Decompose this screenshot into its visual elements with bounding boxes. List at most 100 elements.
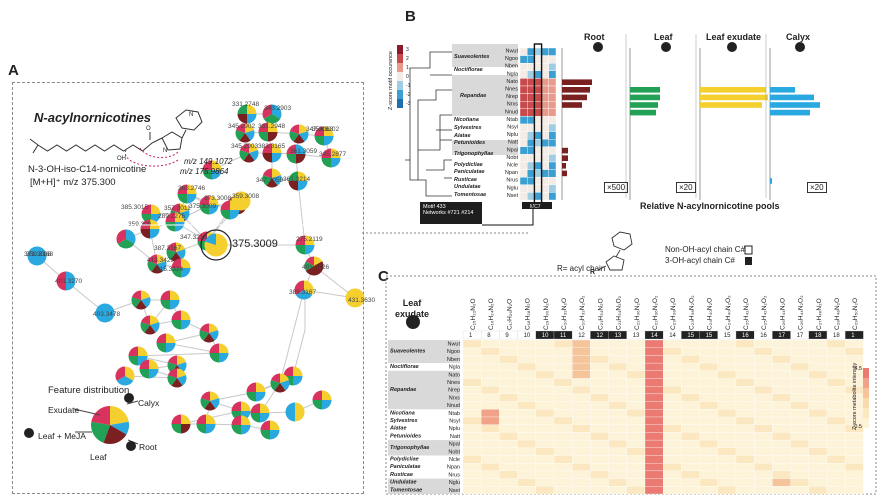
pie-slice <box>171 414 181 424</box>
node-label: 373.3008 <box>204 195 231 202</box>
heatmap-cell <box>462 463 482 472</box>
clade-label: Repandae <box>460 93 486 99</box>
heatmap-cell <box>553 455 573 464</box>
heatmap-cell <box>517 386 536 395</box>
species-label: Ngoo <box>447 349 460 355</box>
bar-title-leaf: Leaf <box>654 32 673 42</box>
heatmap-cell <box>481 439 500 448</box>
ring-bond <box>181 129 187 139</box>
heatmap-cell <box>572 378 591 387</box>
heatmap-cell <box>790 424 809 433</box>
heatmap-cell <box>790 416 809 425</box>
heatmap-cell <box>790 386 809 395</box>
pyrrolidine-ring <box>161 131 183 151</box>
heatmap-cell <box>772 409 791 418</box>
pie-slice <box>314 256 323 266</box>
heatmap-cell <box>826 470 846 479</box>
pie-slice <box>156 343 166 353</box>
pie-slice <box>293 376 303 386</box>
species-label: Nrus <box>448 472 460 478</box>
pie-slice <box>167 375 177 386</box>
pie-slice <box>212 160 222 170</box>
heatmap-cell <box>608 478 627 487</box>
pie-slice <box>304 261 314 271</box>
heatmap-cell <box>499 386 518 395</box>
clade-label: Suaveolentes <box>454 54 489 60</box>
clade-label: Tomentosae <box>390 487 422 493</box>
heatmap-cell <box>462 432 482 441</box>
heatmap-cell <box>590 432 609 441</box>
heatmap-cell <box>644 455 664 464</box>
node-label: 363.2746 <box>178 185 205 192</box>
heatmap-cell <box>535 455 555 464</box>
tree-branch <box>409 89 452 181</box>
heatmap-cell <box>663 362 682 371</box>
pie-slice <box>293 134 305 144</box>
heatmap-cell <box>735 432 755 441</box>
hydroxyl: OH <box>117 156 126 162</box>
heatmap-cell <box>663 370 682 379</box>
legend-calyx: Calyx <box>138 398 160 408</box>
heatmap-cell <box>663 478 682 487</box>
heatmap-cell <box>808 409 828 418</box>
bar-mark <box>700 87 766 93</box>
node-label: 345.2902 <box>228 123 255 130</box>
pie-slice <box>272 153 282 163</box>
colorbar-band <box>397 63 403 72</box>
heatmap-cell <box>717 486 737 495</box>
heatmap-cell <box>481 447 500 456</box>
pie-slice <box>177 368 187 378</box>
heatmap-cell <box>845 355 864 364</box>
network-node <box>128 346 148 366</box>
pie-slice <box>220 200 230 210</box>
heatmap-cell <box>572 432 591 441</box>
heatmap-cell <box>699 393 718 402</box>
chain-number: 18 <box>815 333 822 339</box>
pie-slice <box>220 210 230 220</box>
heatmap-cell <box>644 370 664 379</box>
pie-slice <box>167 362 177 373</box>
heatmap-cell <box>663 463 682 472</box>
pie-slice <box>272 104 282 119</box>
pie-slice <box>324 136 334 146</box>
pie-slice <box>141 204 151 214</box>
heatmap-cell <box>517 470 536 479</box>
heatmap-cell <box>590 370 609 379</box>
heatmap-cell <box>499 347 518 356</box>
heatmap-cell <box>626 409 646 418</box>
node-label: 375.3009 <box>189 203 216 210</box>
tree-branch <box>418 114 452 151</box>
pie-slice <box>203 333 215 343</box>
network-node <box>147 254 167 274</box>
pie-slice <box>209 353 219 363</box>
heatmap-cell <box>699 447 718 456</box>
colorbar-tick: 0 <box>406 74 409 80</box>
pie-slice <box>260 420 270 430</box>
chain-number: 10 <box>542 333 549 339</box>
heatmap-cell <box>826 339 846 348</box>
network-node <box>199 195 219 215</box>
heatmap-cell <box>826 370 846 379</box>
legend-leader <box>73 408 101 416</box>
formula-label: C₂₃H₃₈N₂O <box>670 298 677 330</box>
heatmap-cell <box>548 192 557 201</box>
heatmap-cell <box>754 370 773 379</box>
heatmap-cell <box>572 347 591 356</box>
pie-slice <box>166 333 176 343</box>
species-label: Natt <box>508 140 519 146</box>
highlight-label: 375.3009 <box>232 238 278 250</box>
heatmap-cell <box>826 432 846 441</box>
heatmap-cell <box>754 478 773 487</box>
pie-slice <box>177 355 187 365</box>
network-node <box>200 391 220 411</box>
bar-mark <box>700 94 768 101</box>
heatmap-cell <box>735 347 755 356</box>
heatmap-cell <box>590 378 609 387</box>
leaf-icon <box>661 42 671 52</box>
heatmap-cell <box>754 432 773 441</box>
heatmap-cell <box>572 362 591 371</box>
network-node <box>295 235 315 255</box>
heatmap-cell <box>553 339 573 348</box>
pie-slice <box>295 402 305 422</box>
bar-mark <box>770 94 814 101</box>
